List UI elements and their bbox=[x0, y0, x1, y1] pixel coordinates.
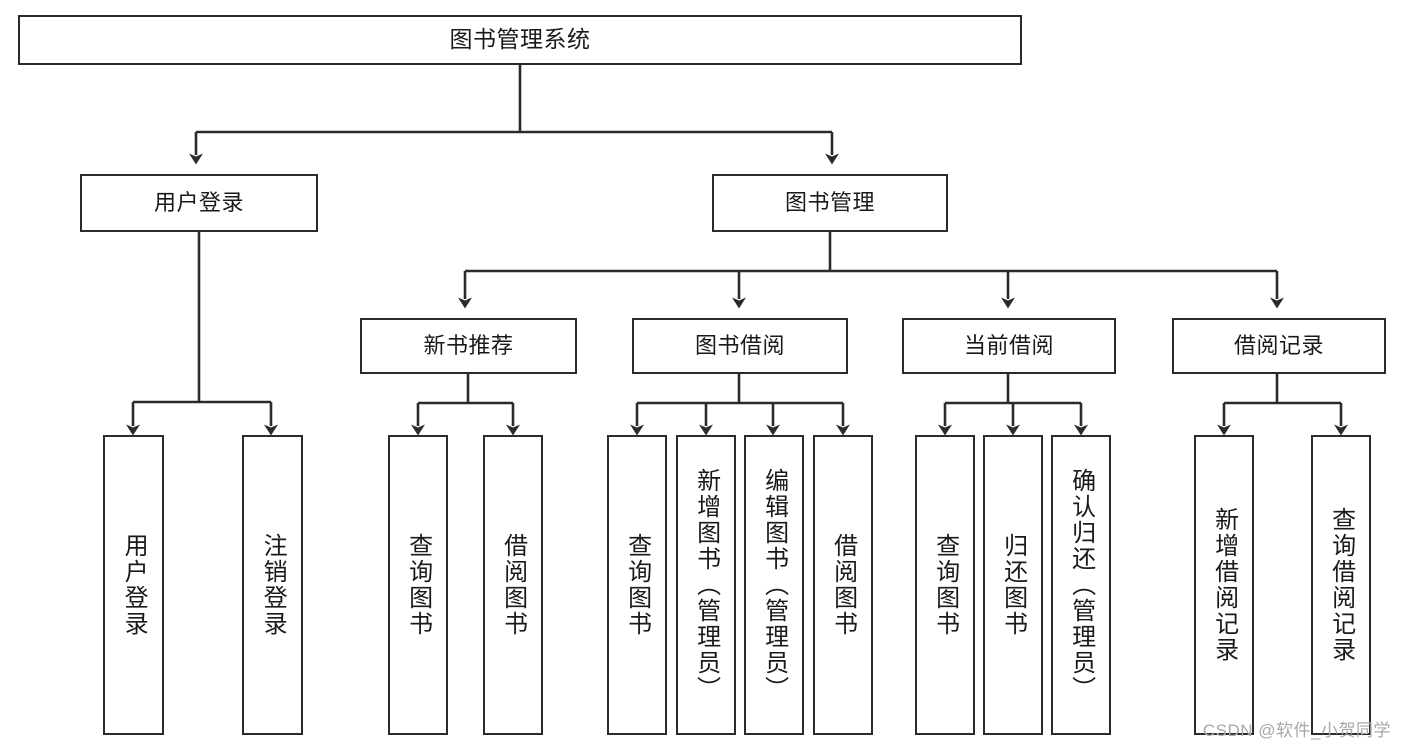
node-leaf-user-login-label: 用户登录 bbox=[120, 533, 148, 637]
node-leaf-query-book-3-label: 查询图书 bbox=[931, 533, 959, 637]
node-book-manage-label: 图书管理 bbox=[784, 190, 875, 216]
node-leaf-query-book-1-label: 查询图书 bbox=[404, 533, 432, 637]
node-leaf-add-record-label: 新增借阅记录 bbox=[1210, 507, 1238, 663]
node-user-login-label: 用户登录 bbox=[153, 190, 244, 216]
node-root-label: 图书管理系统 bbox=[449, 26, 591, 53]
node-leaf-query-book-2[interactable]: 查询图书 bbox=[607, 435, 667, 735]
node-leaf-confirm-return-label: 确认归还（管理员） bbox=[1067, 468, 1095, 702]
node-current-borrow[interactable]: 当前借阅 bbox=[902, 318, 1116, 374]
node-leaf-borrow-book-1-label: 借阅图书 bbox=[499, 533, 527, 637]
node-leaf-query-record[interactable]: 查询借阅记录 bbox=[1311, 435, 1371, 735]
node-leaf-query-book-2-label: 查询图书 bbox=[623, 533, 651, 637]
node-leaf-return-book[interactable]: 归还图书 bbox=[983, 435, 1043, 735]
node-book-borrow-label: 图书借阅 bbox=[694, 333, 785, 359]
node-leaf-add-record[interactable]: 新增借阅记录 bbox=[1194, 435, 1254, 735]
node-leaf-add-book-label: 新增图书（管理员） bbox=[692, 468, 720, 702]
node-leaf-borrow-book-1[interactable]: 借阅图书 bbox=[483, 435, 543, 735]
node-leaf-logout-login[interactable]: 注销登录 bbox=[242, 435, 303, 735]
node-new-book-rec[interactable]: 新书推荐 bbox=[360, 318, 577, 374]
node-current-borrow-label: 当前借阅 bbox=[963, 333, 1054, 359]
node-borrow-record[interactable]: 借阅记录 bbox=[1172, 318, 1386, 374]
node-leaf-borrow-book-2[interactable]: 借阅图书 bbox=[813, 435, 873, 735]
node-leaf-logout-login-label: 注销登录 bbox=[259, 533, 287, 637]
node-leaf-query-book-1[interactable]: 查询图书 bbox=[388, 435, 448, 735]
node-new-book-rec-label: 新书推荐 bbox=[423, 333, 514, 359]
node-borrow-record-label: 借阅记录 bbox=[1233, 333, 1324, 359]
node-leaf-confirm-return[interactable]: 确认归还（管理员） bbox=[1051, 435, 1111, 735]
node-book-manage[interactable]: 图书管理 bbox=[712, 174, 948, 232]
node-leaf-edit-book-label: 编辑图书（管理员） bbox=[760, 468, 788, 702]
watermark: CSDN @软件_小贺同学 bbox=[1202, 721, 1391, 740]
node-root[interactable]: 图书管理系统 bbox=[18, 15, 1022, 65]
node-book-borrow[interactable]: 图书借阅 bbox=[632, 318, 848, 374]
node-leaf-add-book[interactable]: 新增图书（管理员） bbox=[676, 435, 736, 735]
node-leaf-query-book-3[interactable]: 查询图书 bbox=[915, 435, 975, 735]
node-leaf-borrow-book-2-label: 借阅图书 bbox=[829, 533, 857, 637]
node-leaf-query-record-label: 查询借阅记录 bbox=[1327, 507, 1355, 663]
node-leaf-edit-book[interactable]: 编辑图书（管理员） bbox=[744, 435, 804, 735]
node-user-login[interactable]: 用户登录 bbox=[80, 174, 318, 232]
node-leaf-user-login[interactable]: 用户登录 bbox=[103, 435, 164, 735]
node-leaf-return-book-label: 归还图书 bbox=[999, 533, 1027, 637]
